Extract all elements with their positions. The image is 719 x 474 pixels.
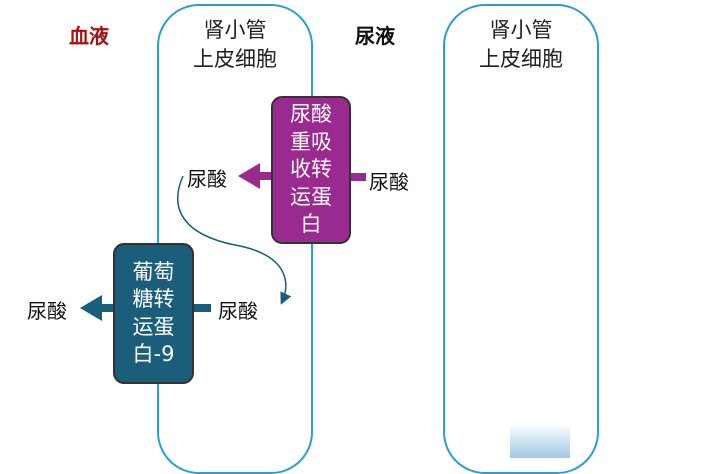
box-line: 白	[300, 212, 322, 237]
box-line: 尿酸	[290, 102, 332, 127]
urat1-arrow	[238, 163, 366, 189]
tubule-subtitle: 上皮细胞	[193, 47, 277, 71]
tubule-header-left: 肾小管上皮细胞	[158, 16, 312, 74]
tubule-title: 肾小管	[203, 18, 267, 42]
blood-label: 血液	[69, 24, 109, 48]
tubule-subtitle: 上皮细胞	[479, 47, 563, 71]
box-line: 运蛋	[132, 314, 175, 339]
box-line: 白-9	[132, 342, 175, 366]
glut9-arrow	[80, 295, 211, 321]
tubule-title: 肾小管	[489, 18, 553, 42]
box-line: 运蛋	[290, 184, 332, 209]
uric-acid-label: 尿酸	[218, 299, 258, 323]
box-line: 收转	[290, 157, 332, 182]
tubule-header-right: 肾小管上皮细胞	[444, 16, 598, 74]
box-line: 糖转	[132, 287, 175, 311]
uric-acid-label: 尿酸	[187, 167, 227, 191]
uric-acid-label: 尿酸	[369, 170, 409, 194]
watermark-blur	[510, 424, 570, 458]
urat1-transporter-box: 尿酸 重吸 收转 运蛋 白	[271, 96, 351, 244]
glut9-transporter-box: 葡萄 糖转 运蛋 白-9	[113, 243, 194, 384]
urine-label: 尿液	[355, 24, 395, 48]
arrows	[80, 163, 570, 458]
uric-acid-label: 尿酸	[27, 299, 67, 323]
box-line: 葡萄	[132, 259, 175, 284]
box-line: 重吸	[290, 129, 332, 154]
diffusion-curve	[177, 175, 292, 305]
